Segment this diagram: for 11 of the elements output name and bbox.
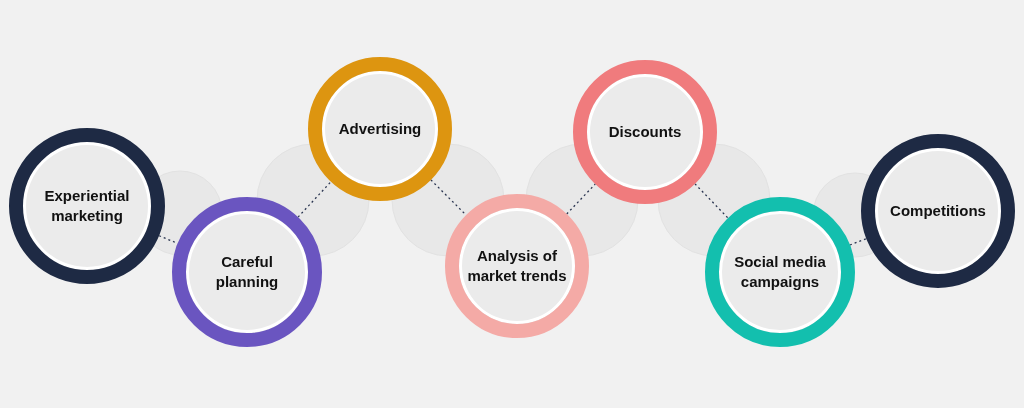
- circle-label: Careful planning: [214, 252, 280, 292]
- circle-label: Experiential marketing: [43, 186, 131, 226]
- dotted-connector: [694, 183, 729, 219]
- dotted-connector: [430, 179, 467, 216]
- dotted-connector: [297, 181, 332, 218]
- circle-label: Social media campaigns: [733, 252, 827, 292]
- circle-label: Discounts: [608, 122, 682, 142]
- circle-label: Competitions: [890, 201, 986, 221]
- circle-label: Advertising: [338, 119, 422, 139]
- dotted-connector: [566, 183, 596, 215]
- circle-label: Analysis of market trends: [466, 246, 568, 286]
